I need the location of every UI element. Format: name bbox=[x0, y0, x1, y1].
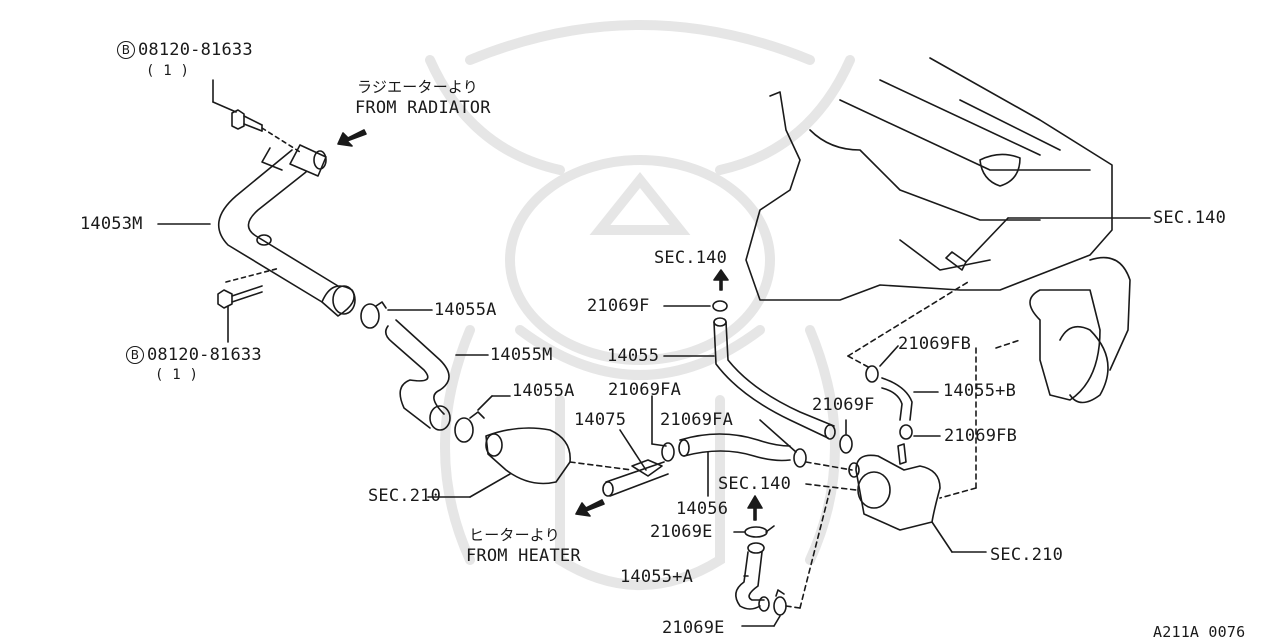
part-14055A-plus: 14055+A bbox=[620, 567, 694, 587]
bolt-bottom-part-number: 08120-81633 bbox=[147, 345, 262, 365]
part-14055B: 14055+B bbox=[943, 381, 1017, 401]
part-14053M: 14053M bbox=[80, 214, 143, 234]
sec210-right: SEC.210 bbox=[990, 545, 1064, 565]
part-14055A-2: 14055A bbox=[512, 381, 575, 401]
part-21069FB-2: 21069FB bbox=[944, 426, 1018, 446]
from-heater-jp: ヒーターより bbox=[469, 526, 560, 544]
sec210-left: SEC.210 bbox=[368, 486, 442, 506]
part-21069FA-1: 21069FA bbox=[608, 380, 682, 400]
part-21069FB-1: 21069FB bbox=[898, 334, 972, 354]
sec140-lower: SEC.140 bbox=[718, 474, 792, 494]
part-14075: 14075 bbox=[574, 410, 627, 430]
bolt-bottom-icon bbox=[217, 285, 263, 343]
part-14056: 14056 bbox=[676, 499, 729, 519]
sec140-right: SEC.140 bbox=[1153, 208, 1227, 228]
part-14055A-1: 14055A bbox=[434, 300, 497, 320]
sec140-mid: SEC.140 bbox=[654, 248, 728, 268]
bolt-top-part-number: 08120-81633 bbox=[138, 40, 253, 60]
b-circle-icon: B bbox=[117, 41, 135, 59]
part-21069E-2: 21069E bbox=[662, 618, 725, 638]
part-21069FA-2: 21069FA bbox=[660, 410, 734, 430]
part-21069F-1: 21069F bbox=[587, 296, 650, 316]
from-radiator-jp: ラジエーターより bbox=[357, 78, 479, 96]
part-14055: 14055 bbox=[607, 346, 660, 366]
b-circle-icon: B bbox=[126, 346, 144, 364]
from-radiator-label: FROM RADIATOR bbox=[355, 98, 491, 118]
pipe-14053M bbox=[157, 144, 356, 317]
part-14055M: 14055M bbox=[490, 345, 553, 365]
diagram-reference-code: A211A 0076 bbox=[1153, 623, 1246, 639]
from-heater-label: FROM HEATER bbox=[466, 546, 581, 566]
part-21069E-1: 21069E bbox=[650, 522, 713, 542]
engine-block bbox=[745, 57, 1151, 404]
bolt-top-icon bbox=[212, 79, 301, 153]
part-21069F-2: 21069F bbox=[812, 395, 875, 415]
bolt-bottom-qty: ( 1 ) bbox=[155, 367, 199, 383]
bolt-top-qty: ( 1 ) bbox=[146, 63, 190, 79]
